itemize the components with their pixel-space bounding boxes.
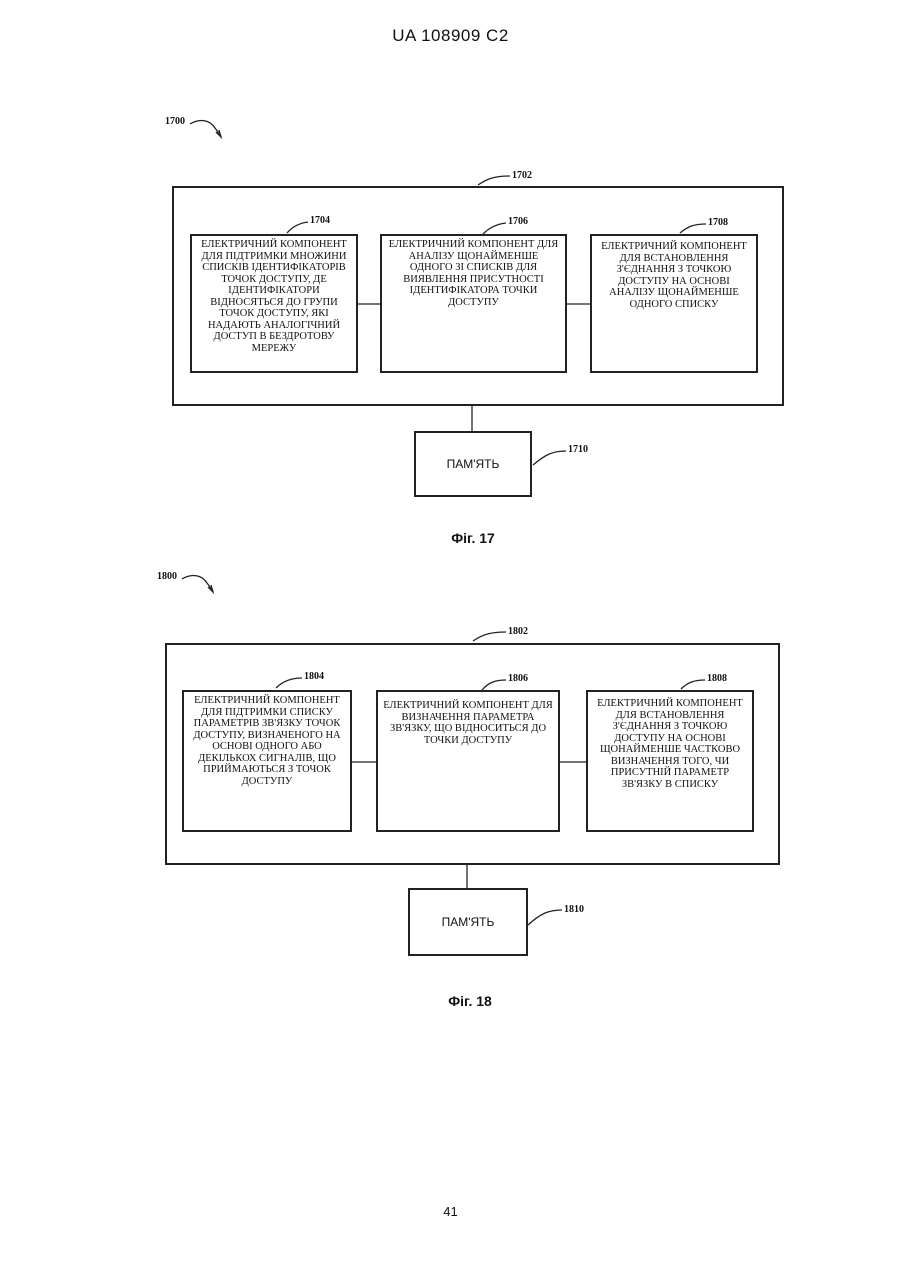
leader-1800 — [182, 576, 213, 591]
component-1804: ЕЛЕКТРИЧНИЙ КОМПОНЕНТ ДЛЯ ПІДТРИМКИ СПИС… — [182, 690, 352, 832]
figure-17-caption: Фіг. 17 — [413, 530, 533, 546]
leader-1810 — [528, 910, 562, 925]
ref-1800: 1800 — [157, 571, 177, 582]
component-1706: ЕЛЕКТРИЧНИЙ КОМПОНЕНТ ДЛЯ АНАЛІЗУ ЩОНАЙМ… — [380, 234, 567, 373]
ref-1810: 1810 — [564, 904, 584, 915]
ref-1808: 1808 — [707, 673, 727, 684]
component-1806: ЕЛЕКТРИЧНИЙ КОМПОНЕНТ ДЛЯ ВИЗНАЧЕННЯ ПАР… — [376, 690, 560, 832]
ref-1806: 1806 — [508, 673, 528, 684]
figure-18-caption: Фіг. 18 — [410, 993, 530, 1009]
memory-1810: ПАМ'ЯТЬ — [408, 888, 528, 956]
leader-1702 — [478, 176, 510, 185]
component-1704: ЕЛЕКТРИЧНИЙ КОМПОНЕНТ ДЛЯ ПІДТРИМКИ МНОЖ… — [190, 234, 358, 373]
ref-1710: 1710 — [568, 444, 588, 455]
leader-1710 — [533, 451, 566, 465]
ref-1700: 1700 — [165, 116, 185, 127]
leader-1802 — [473, 632, 506, 641]
ref-1702: 1702 — [512, 170, 532, 181]
ref-1704: 1704 — [310, 215, 330, 226]
page-number: 41 — [0, 1204, 901, 1219]
leader-1700 — [190, 121, 221, 136]
ref-1802: 1802 — [508, 626, 528, 637]
memory-1710: ПАМ'ЯТЬ — [414, 431, 532, 497]
component-1708: ЕЛЕКТРИЧНИЙ КОМПОНЕНТ ДЛЯ ВСТАНОВЛЕННЯ З… — [590, 234, 758, 373]
component-1808: ЕЛЕКТРИЧНИЙ КОМПОНЕНТ ДЛЯ ВСТАНОВЛЕННЯ З… — [586, 690, 754, 832]
ref-1708: 1708 — [708, 217, 728, 228]
ref-1706: 1706 — [508, 216, 528, 227]
ref-1804: 1804 — [304, 671, 324, 682]
